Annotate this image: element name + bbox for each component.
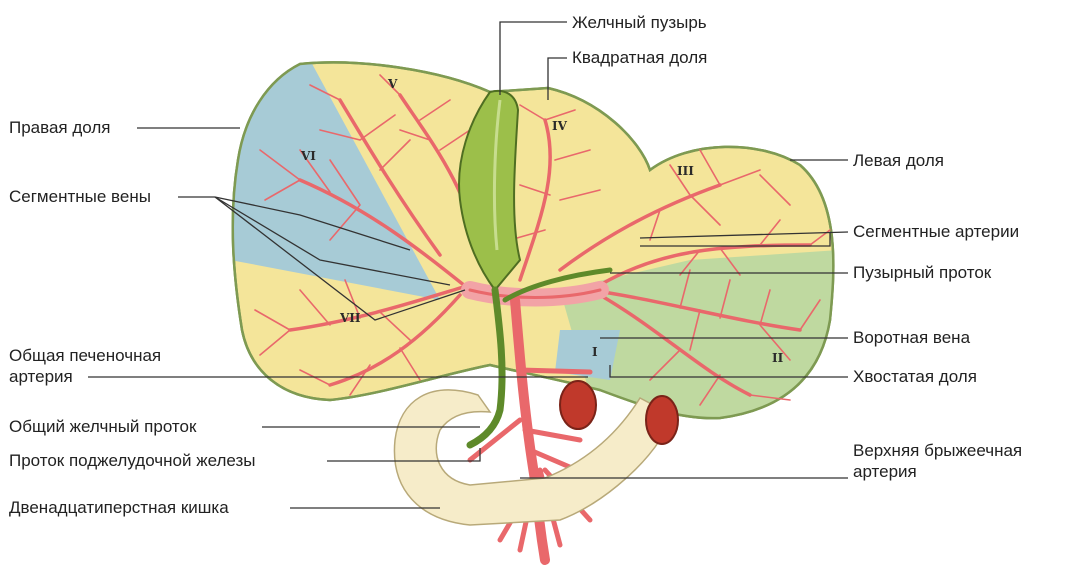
segment-V-label: V — [387, 77, 398, 91]
right-lobe-label: Правая доля — [9, 117, 110, 138]
common-bile-duct-label: Общий желчный проток — [9, 416, 196, 437]
common-hepatic-artery-label-line2: артерия — [9, 366, 73, 387]
segmental-arteries-label: Сегментные артерии — [853, 221, 1019, 242]
segment-III-label: III — [677, 164, 694, 178]
cystic-duct-label: Пузырный проток — [853, 262, 991, 283]
segment-I-label: I — [592, 345, 598, 359]
pancreatic-duct-label: Проток поджелудочной железы — [9, 450, 255, 471]
duodenum-label: Двенадцатиперстная кишка — [9, 497, 229, 518]
segment-IV-label: IV — [552, 119, 568, 133]
segmental-veins-label: Сегментные вены — [9, 186, 151, 207]
left-lobe-label: Левая доля — [853, 150, 944, 171]
gallbladder-label: Желчный пузырь — [572, 12, 707, 33]
duodenum-cut-left — [560, 381, 596, 429]
duodenum-cut-right — [646, 396, 678, 444]
superior-mesenteric-artery-label-line1: Верхняя брыжеечная — [853, 440, 1022, 461]
superior-mesenteric-artery-label-line2: артерия — [853, 461, 917, 482]
segment-VI-label: VI — [300, 149, 316, 163]
segment-VII-label: VII — [339, 311, 361, 325]
caudate-lobe-label: Хвостатая доля — [853, 366, 977, 387]
portal-vein-label: Воротная вена — [853, 327, 970, 348]
common-hepatic-artery-label-line1: Общая печеночная — [9, 345, 161, 366]
quadrate-lobe-label: Квадратная доля — [572, 47, 707, 68]
segment-II-label: II — [772, 351, 784, 365]
